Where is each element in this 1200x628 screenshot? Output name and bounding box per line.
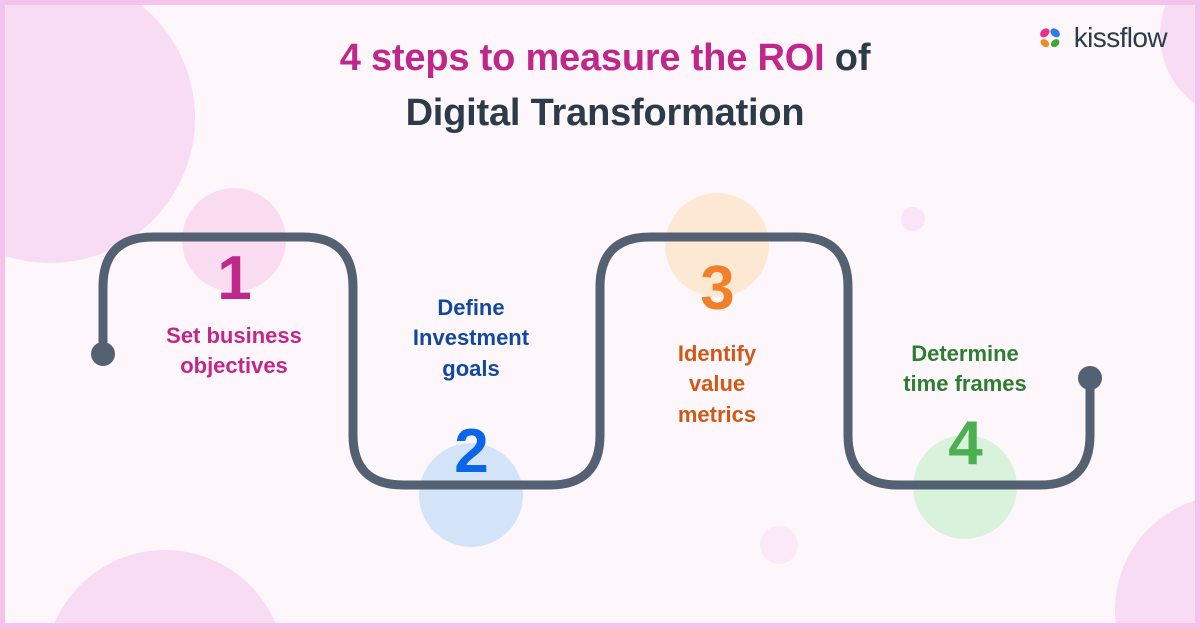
kissflow-wordmark: kissflow — [1073, 22, 1168, 53]
page-title-line1: 4 steps to measure the ROI of — [5, 31, 1195, 86]
step-4-number: 4 — [948, 409, 982, 478]
step-1-label-line2: objectives — [180, 353, 288, 379]
kissflow-butterfly-icon — [1039, 28, 1060, 48]
step-2-number: 2 — [454, 417, 488, 486]
step-2-label-line1: Define — [437, 295, 505, 320]
flow-end-dot — [1078, 366, 1102, 390]
step-2-label: Define Investment goals — [361, 293, 581, 384]
flow-line — [98, 232, 1095, 490]
step-3-number: 3 — [700, 254, 734, 323]
page-title-accent: 4 steps to measure the ROI — [339, 37, 825, 79]
step-3-label-line1: Identify — [677, 341, 757, 366]
step-3-circle — [665, 193, 769, 297]
step-1-label: Set business objectives — [124, 321, 344, 382]
step-2-label-line3: goals — [442, 355, 500, 381]
step-3-label-line2: value — [688, 371, 746, 397]
step-3-label: Identify value metrics — [607, 339, 827, 430]
step-3-label-line3: metrics — [677, 401, 757, 427]
kissflow-logo[interactable]: kissflow — [1035, 22, 1168, 53]
flow-path-diagram — [91, 232, 1102, 490]
step-2-label-line2: Investment — [412, 325, 530, 351]
step-1-number: 1 — [217, 244, 251, 313]
page-title-line2: Digital Transformation — [405, 92, 805, 135]
page-title-line1-rest: of — [824, 37, 871, 79]
page-title: 4 steps to measure the ROI of Digital Tr… — [5, 31, 1195, 142]
step-4-label-line1: Determine — [911, 341, 1019, 366]
step-4-label: Determine time frames — [855, 339, 1075, 400]
step-1-label-line1: Set business — [166, 323, 302, 348]
flow-start-dot — [91, 342, 115, 366]
step-4-label-line2: time frames — [903, 371, 1027, 397]
step-2-circle — [419, 443, 523, 547]
